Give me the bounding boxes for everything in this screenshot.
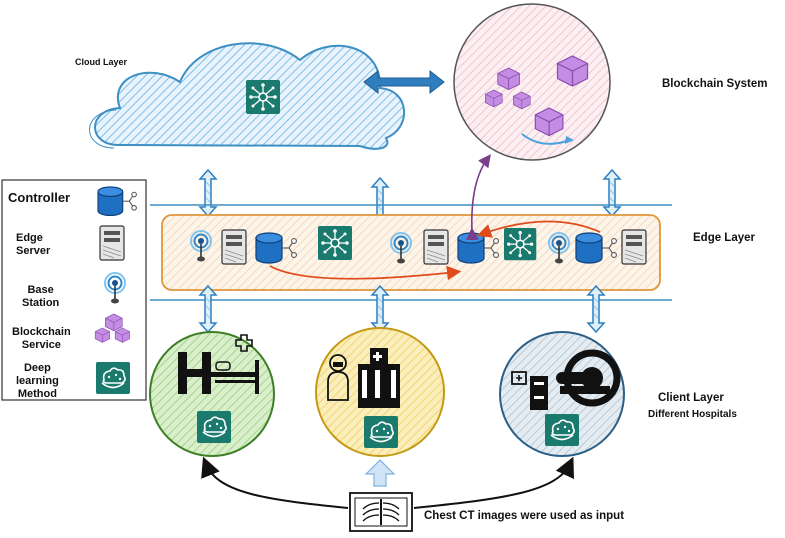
edge-client-arrow-left xyxy=(199,285,217,333)
edge-client-arrow-mid xyxy=(371,285,389,333)
edge-flow-arrow-2 xyxy=(476,220,601,238)
different-hospitals-label: Different Hospitals xyxy=(648,409,737,420)
edge-server-1 xyxy=(221,229,247,265)
input-caption: Chest CT images were used as input xyxy=(424,510,625,522)
legend-label-edge-server: Edge Server xyxy=(16,232,51,257)
legend-label-deep-learning: Deep learning Method xyxy=(16,362,59,400)
legend-label-blockchain-service: Blockchain Service xyxy=(12,326,71,351)
input-arrow-left xyxy=(201,456,349,509)
legend-label-controller: Controller xyxy=(8,190,71,205)
hospital-2-circle xyxy=(315,327,445,457)
edge-network-icon-1 xyxy=(317,225,353,261)
legend-server-icon xyxy=(99,225,125,261)
blockchain-cubes-icon xyxy=(485,55,589,145)
blockchain-controller-link xyxy=(465,154,491,241)
edge-flow-arrow-1 xyxy=(269,265,462,281)
hospital-bed-icon xyxy=(178,334,259,394)
client-layer-label: Client Layer xyxy=(658,392,724,404)
legend-deep-learning-icon xyxy=(95,361,131,395)
legend-label-base-station: Base Station xyxy=(22,284,60,309)
blockchain-system-circle xyxy=(453,3,611,161)
input-up-arrow xyxy=(364,459,396,487)
cloud-blockchain-arrow xyxy=(363,69,445,95)
hospital-1-circle xyxy=(149,331,275,457)
doctor-building-icon xyxy=(327,348,400,408)
edge-server-3 xyxy=(621,229,647,265)
cloud-edge-arrow-left xyxy=(199,169,217,217)
ct-scanner-icon xyxy=(511,349,621,410)
cloud-network-icon xyxy=(245,79,281,115)
hospital-3-circle xyxy=(499,331,625,457)
blockchain-edge-arrow-right xyxy=(603,169,621,217)
edge-server-2 xyxy=(423,229,449,265)
chest-ct-icon xyxy=(349,492,413,532)
cloud-layer-label: Cloud Layer xyxy=(75,57,128,67)
blockchain-system-label: Blockchain System xyxy=(662,78,768,90)
edge-network-icon-2 xyxy=(503,227,538,262)
input-arrow-right xyxy=(413,456,574,509)
edge-layer-label: Edge Layer xyxy=(693,232,755,244)
edge-client-arrow-right xyxy=(587,285,605,333)
